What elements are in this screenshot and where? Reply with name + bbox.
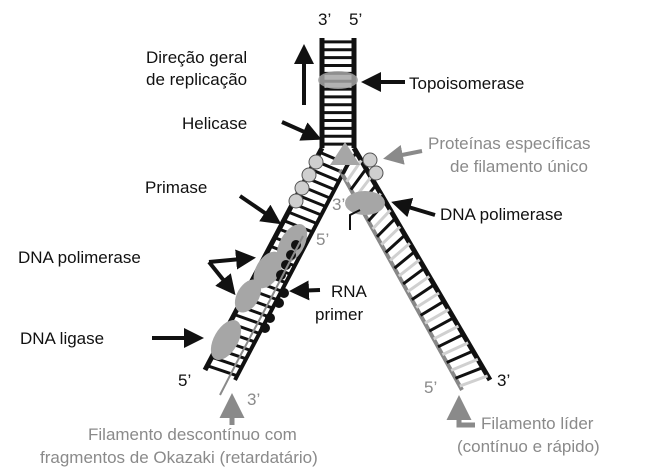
dna-rung bbox=[460, 376, 488, 386]
parent-dna-duplex bbox=[322, 38, 354, 148]
leading-end-3-prime-label: 3’ bbox=[497, 371, 510, 390]
dna-rung bbox=[288, 212, 317, 223]
arrow-left-icon bbox=[395, 203, 435, 215]
lagging-strand-label-line2: fragmentos de Okazaki (retardatário) bbox=[40, 448, 318, 467]
arrow-left-icon bbox=[387, 151, 422, 158]
lagging-end-5-prime-label: 5’ bbox=[178, 371, 191, 390]
dna-ligase-label: DNA ligase bbox=[20, 329, 104, 348]
helicase-label: Helicase bbox=[182, 114, 247, 133]
lagging-end-3-prime-label: 3’ bbox=[247, 390, 260, 409]
leading-strand-label-line2: (contínuo e rápido) bbox=[457, 437, 600, 456]
arrow-right-icon bbox=[209, 262, 233, 292]
parent-dna-rungs bbox=[322, 42, 354, 144]
topoisomerase-label: Topoisomerase bbox=[409, 74, 524, 93]
leading-3-prime-mid-label: 3’ bbox=[332, 195, 345, 214]
arrow-left-icon bbox=[293, 290, 320, 291]
arrow-right-icon bbox=[209, 258, 252, 262]
dna-rung bbox=[447, 351, 473, 363]
dna-polymerase-left-label: DNA polimerase bbox=[18, 248, 141, 267]
leading-end-5-prime-label: 5’ bbox=[424, 378, 437, 397]
arrow-right-icon bbox=[282, 122, 318, 138]
rna-primer-label-line2: primer bbox=[315, 305, 364, 324]
dna-rung bbox=[451, 359, 478, 370]
lagging-5-prime-mid-label: 5’ bbox=[316, 230, 329, 249]
arrow-right-icon bbox=[240, 196, 278, 222]
ssb-label-line1: Proteínas específicas bbox=[428, 134, 591, 153]
arrow-up-gray-icon bbox=[459, 400, 475, 425]
direction-label-line1: Direção geral bbox=[146, 48, 247, 67]
lagging-strand-label-line1: Filamento descontínuo com bbox=[88, 425, 297, 444]
rna-primer-label-line1: RNA bbox=[331, 282, 368, 301]
leading-strand-arm bbox=[340, 148, 490, 390]
dna-polymerase-right-label: DNA polimerase bbox=[440, 205, 563, 224]
dna-rung bbox=[442, 343, 468, 355]
top-3-prime-label: 3’ bbox=[318, 10, 331, 29]
top-5-prime-label: 5’ bbox=[349, 10, 362, 29]
primase-label: Primase bbox=[145, 178, 207, 197]
leading-arm-rungs bbox=[342, 152, 487, 386]
direction-label-line2: de replicação bbox=[146, 70, 247, 89]
dna-polymerase-leading bbox=[345, 191, 385, 215]
ssb-label-line2: de filamento único bbox=[450, 157, 588, 176]
leading-strand-label-line1: Filamento líder bbox=[481, 414, 594, 433]
dna-rung bbox=[455, 368, 482, 379]
topoisomerase-protein bbox=[318, 71, 358, 89]
